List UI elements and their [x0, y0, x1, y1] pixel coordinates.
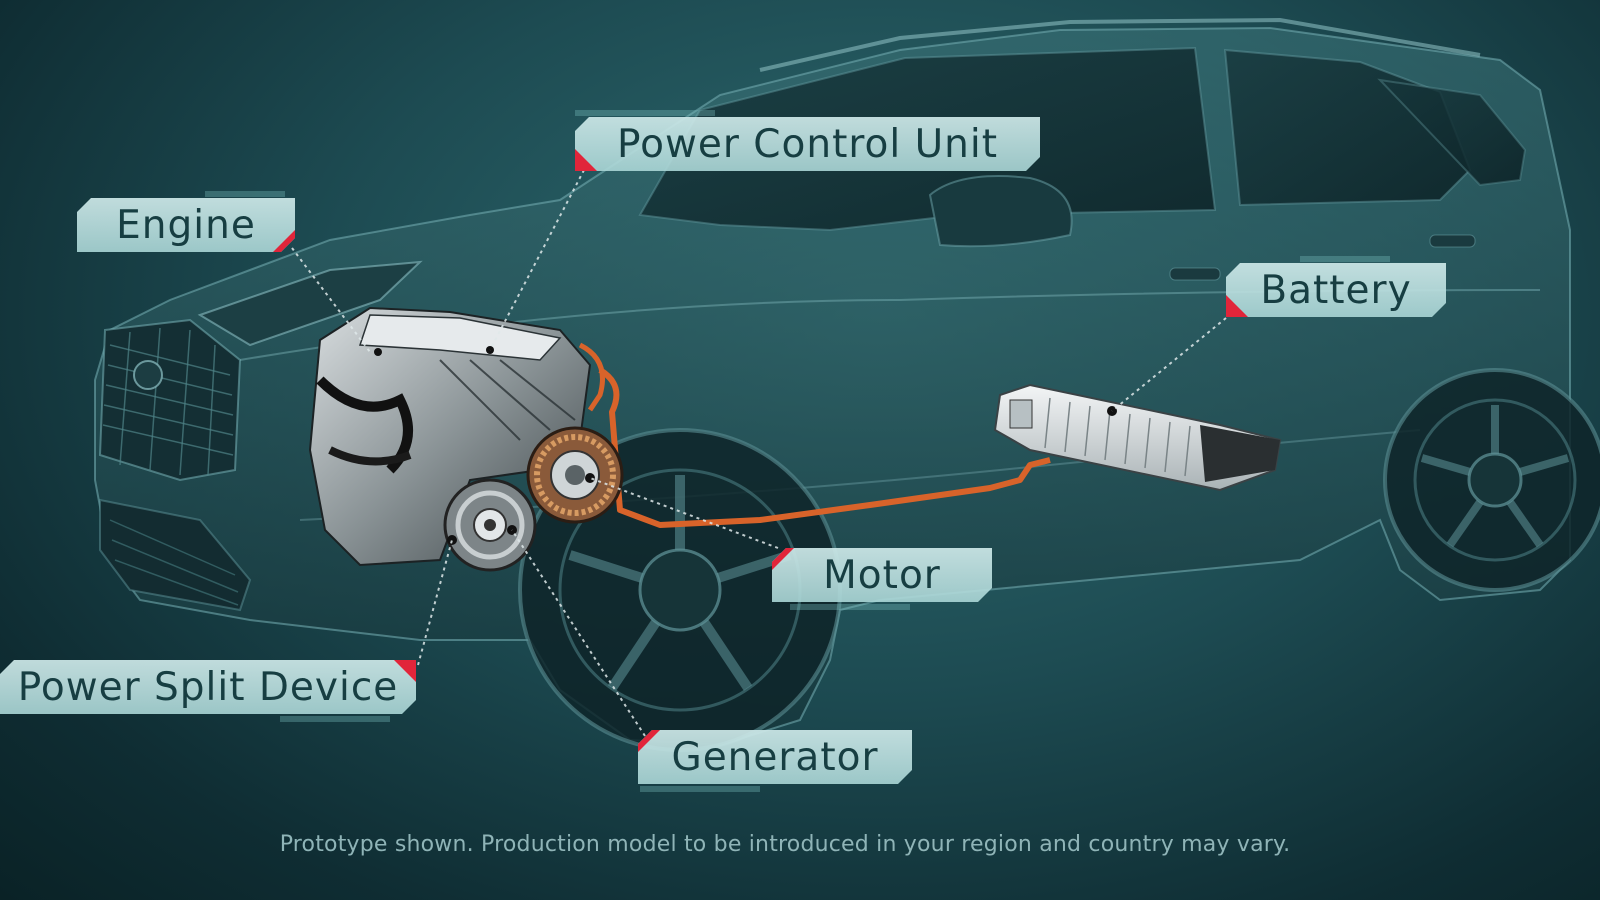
label-underbar: [640, 786, 760, 792]
label-generator-text: Generator: [671, 734, 879, 780]
disclaimer-text: Prototype shown. Production model to be …: [279, 832, 1291, 857]
generator-component: [443, 478, 537, 572]
label-underbar: [280, 716, 390, 722]
label-motor-text: Motor: [823, 552, 941, 598]
leader-lines: [291, 169, 1227, 737]
callout-marker: [575, 149, 597, 171]
callout-marker: [1226, 295, 1248, 317]
battery-component: [993, 383, 1282, 492]
label-battery: Battery: [1226, 263, 1446, 317]
label-motor: Motor: [772, 548, 992, 602]
motor-component: [526, 426, 624, 524]
label-generator: Generator: [638, 730, 912, 784]
rear-wheel: [1383, 368, 1600, 592]
label-power-split-device-text: Power Split Device: [17, 664, 399, 710]
engine-component: [308, 306, 592, 567]
label-battery-text: Battery: [1260, 267, 1412, 313]
car-body: [94, 17, 1571, 747]
label-underbar: [205, 191, 285, 197]
label-underbar: [575, 110, 715, 116]
label-underbar: [1300, 256, 1390, 262]
hv-cable: [598, 367, 1051, 528]
label-engine: Engine: [77, 198, 295, 252]
label-underbar: [790, 604, 910, 610]
label-power-control-unit-text: Power Control Unit: [616, 121, 999, 167]
label-power-split-device: Power Split Device: [0, 660, 416, 714]
label-engine-text: Engine: [116, 202, 256, 248]
label-power-control-unit: Power Control Unit: [575, 117, 1040, 171]
